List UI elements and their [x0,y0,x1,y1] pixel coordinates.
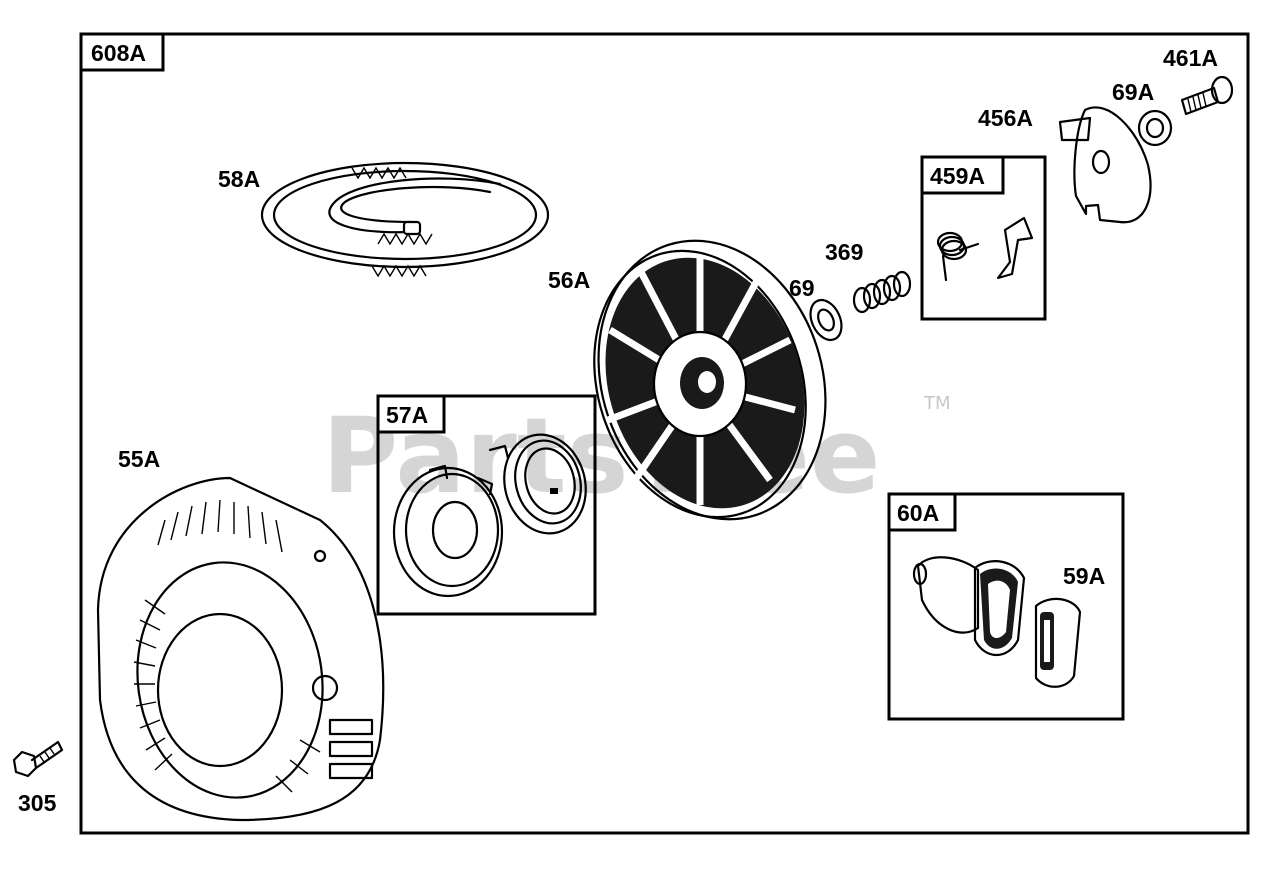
callout-69: 69 [789,275,815,301]
screw-461a-drawing [1180,75,1234,116]
bolt-305-drawing [12,740,64,778]
callout-58a: 58A [218,166,260,192]
callout-369: 369 [825,239,863,265]
cup-drawing [392,464,504,598]
box-60a-label: 60A [897,500,939,526]
callout-69a: 69A [1112,79,1154,105]
spring-369-drawing [852,270,912,314]
washer-69-drawing [809,298,843,342]
box-60a: 60A [887,492,1125,721]
pawl-plate-drawing [1058,106,1152,224]
callout-56a: 56A [548,267,590,293]
handle-insert-drawing [912,556,980,634]
box-57a-label: 57A [386,402,428,428]
callout-461a: 461A [1163,45,1218,71]
grip-59a-drawing [1034,597,1082,688]
washer-69a-drawing [1137,109,1173,147]
diagram-frame [79,32,1250,835]
callout-55a: 55A [118,446,160,472]
callout-305: 305 [18,790,57,816]
box-57a: 57A [376,394,597,616]
callout-59a: 59A [1063,563,1105,589]
rope-drawing [260,161,550,278]
spring-57a-drawing [488,433,587,535]
housing-55a-drawing [96,476,385,822]
watermark-trademark: TM [923,393,951,414]
spring-459a-drawing [936,231,980,282]
box-459a: 459A [920,155,1047,321]
frame-label: 608A [91,40,146,66]
frame-label-box [79,32,165,72]
box-459a-label: 459A [930,163,985,189]
callout-456a: 456A [978,105,1033,131]
handle-drawing [973,560,1026,656]
pulley-56a-drawing [593,239,827,521]
pawl-drawing [996,216,1034,280]
